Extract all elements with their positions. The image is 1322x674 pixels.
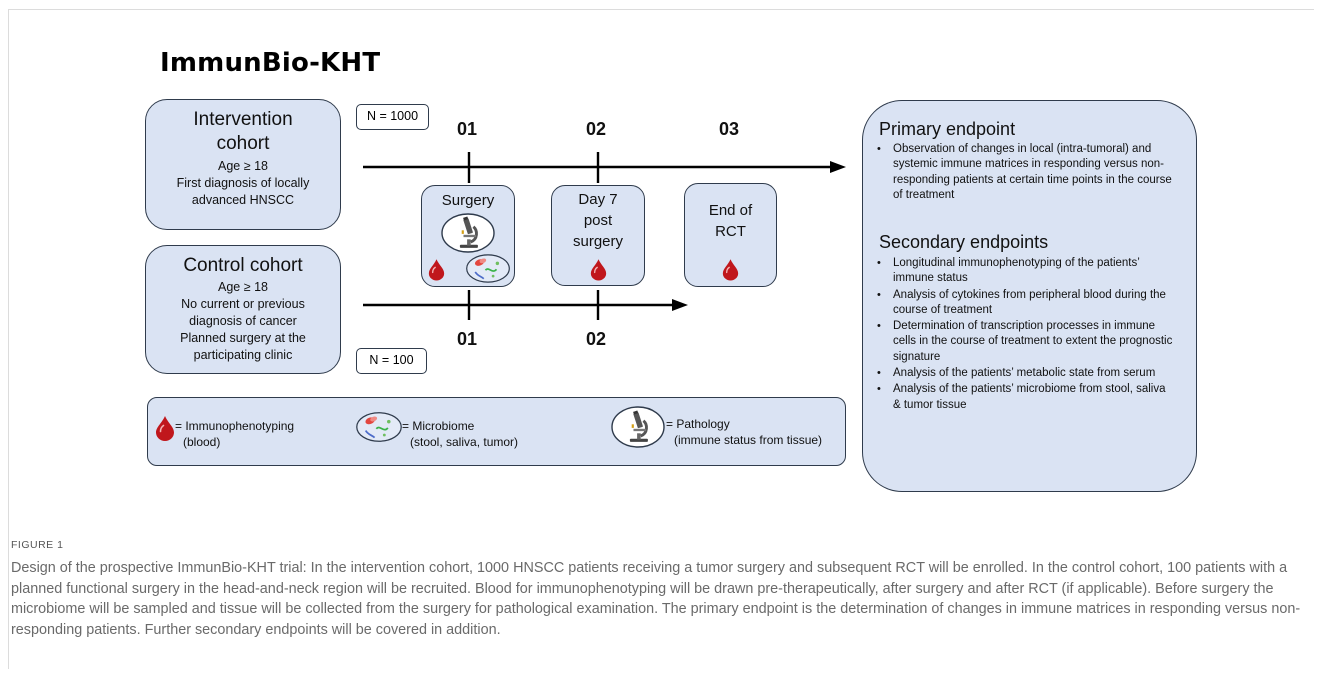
intervention-cohort-heading: Intervention cohort	[146, 108, 340, 156]
primary-endpoint-title: Primary endpoint	[879, 119, 1016, 139]
blood-drop-icon	[590, 258, 607, 281]
legend-box: = Immunophenotyping (blood) = Microbiome…	[147, 397, 846, 466]
secondary-endpoint-item: Analysis of the patients’ microbiome fro…	[873, 382, 1173, 413]
microscope-icon	[441, 213, 495, 253]
day7-label-line: post	[583, 212, 613, 229]
legend-microbiome-label: = Microbiome	[402, 419, 475, 433]
figure-frame-left	[8, 9, 9, 669]
secondary-endpoint-item: Longitudinal immunophenotyping of the pa…	[873, 256, 1173, 287]
legend-immunophenotyping: = Immunophenotyping (blood)	[175, 418, 294, 450]
intervention-n-label: N = 1000	[356, 104, 429, 130]
legend-microbiome: = Microbiome (stool, saliva, tumor)	[402, 418, 518, 450]
end-rct-label-line: End of	[708, 202, 753, 219]
intervention-head-line-2: cohort	[216, 133, 270, 154]
blood-drop-icon	[155, 415, 175, 441]
surgery-label: Surgery	[441, 192, 495, 209]
control-n-label: N = 100	[356, 348, 427, 374]
timepoint-bottom-01: 01	[457, 329, 478, 349]
primary-endpoint-list: Observation of changes in local (intra-t…	[873, 142, 1179, 204]
secondary-endpoints-title: Secondary endpoints	[879, 232, 1049, 252]
intervention-timeline-arrow	[363, 161, 846, 173]
intervention-head-line-1: Intervention	[193, 109, 293, 130]
figure-caption: Design of the prospective ImmunBio-KHT t…	[11, 560, 1301, 638]
intervention-criterion: First diagnosis of locally	[176, 176, 310, 190]
microbiome-icon	[355, 411, 403, 443]
intervention-criterion: advanced HNSCC	[191, 193, 295, 207]
secondary-endpoint-item: Analysis of cytokines from peripheral bl…	[873, 288, 1173, 319]
figure-label: FIGURE 1	[11, 539, 64, 551]
timepoint-top-03: 03	[719, 119, 740, 139]
legend-pathology: = Pathology (immune status from tissue)	[666, 416, 822, 448]
control-criterion: diagnosis of cancer	[189, 314, 297, 328]
legend-immuno-label: = Immunophenotyping	[175, 419, 295, 433]
control-criterion: Age ≥ 18	[218, 280, 268, 294]
primary-endpoint-item: Observation of changes in local (intra-t…	[873, 142, 1179, 203]
timepoint-top-01: 01	[457, 119, 478, 139]
secondary-endpoints-list: Longitudinal immunophenotyping of the pa…	[873, 256, 1173, 414]
surgery-step-box: Surgery	[421, 185, 515, 287]
end-rct-label-line: RCT	[715, 223, 746, 240]
endpoints-box: Primary endpoint Observation of changes …	[862, 100, 1197, 492]
control-timeline-arrow	[363, 299, 688, 311]
microbiome-icon	[465, 254, 511, 283]
control-cohort-heading: Control cohort	[183, 255, 303, 276]
legend-microbiome-sub: (stool, saliva, tumor)	[410, 435, 519, 449]
control-criterion: No current or previous	[181, 297, 305, 311]
timepoint-bottom-02: 02	[586, 329, 607, 349]
intervention-cohort-box: Intervention cohort Age ≥ 18 First diagn…	[145, 99, 341, 230]
timepoint-top-02: 02	[586, 119, 607, 139]
day7-label-line: surgery	[572, 233, 624, 250]
blood-drop-icon	[722, 258, 739, 281]
end-rct-step-box: End of RCT	[684, 183, 777, 287]
control-cohort-box: Control cohort Age ≥ 18 No current or pr…	[145, 245, 341, 374]
legend-pathology-label: = Pathology	[666, 417, 730, 431]
microscope-icon	[611, 406, 665, 448]
intervention-criterion: Age ≥ 18	[218, 159, 268, 173]
blood-drop-icon	[428, 258, 445, 281]
day7-label-line: Day 7	[578, 191, 618, 208]
legend-immuno-sub: (blood)	[183, 435, 221, 449]
secondary-endpoint-item: Analysis of the patients’ metabolic stat…	[873, 366, 1173, 382]
secondary-endpoint-item: Determination of transcription processes…	[873, 319, 1173, 365]
control-criterion: Planned surgery at the	[180, 331, 306, 345]
figure-frame-top	[8, 9, 1314, 10]
diagram-title: ImmunBio-KHT	[160, 48, 381, 78]
legend-pathology-sub: (immune status from tissue)	[674, 433, 823, 447]
day7-step-box: Day 7 post surgery	[551, 185, 645, 286]
control-criterion: participating clinic	[193, 348, 293, 362]
